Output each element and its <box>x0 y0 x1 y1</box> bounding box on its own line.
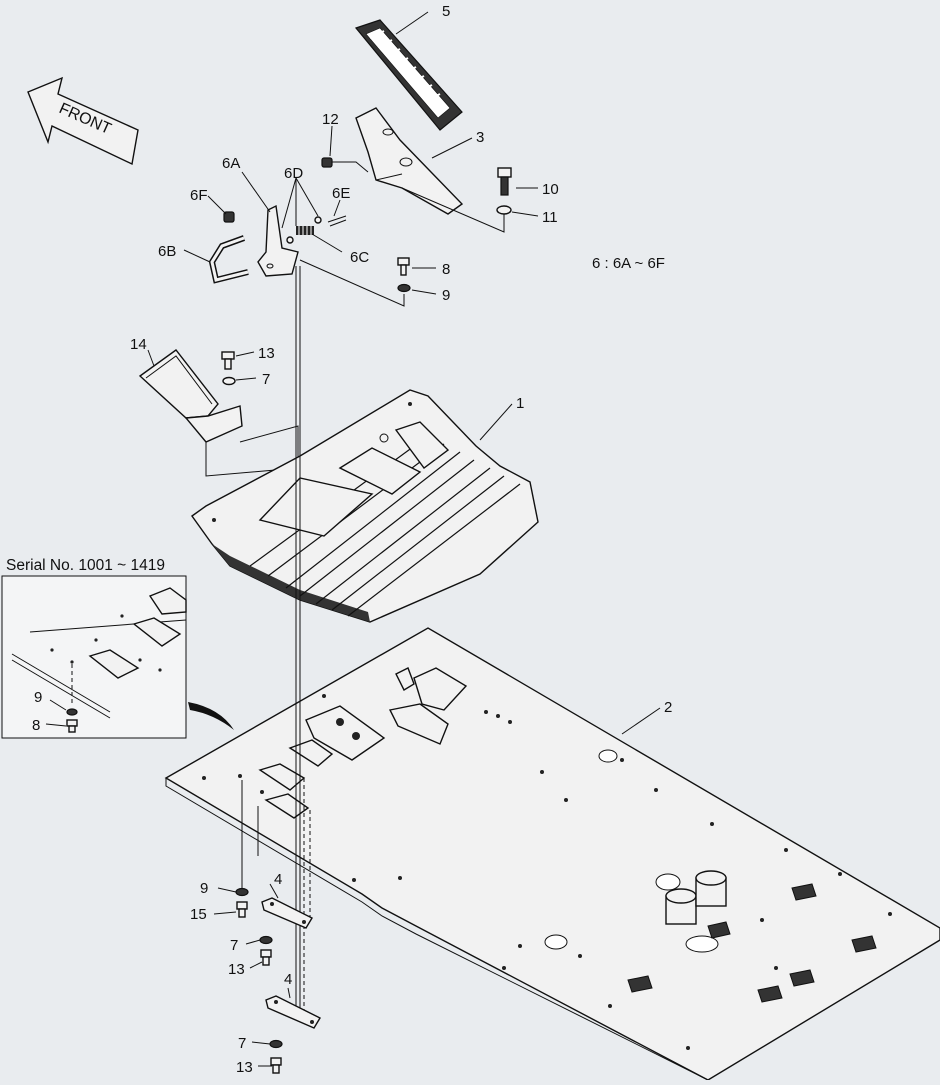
callout-13-upper: 13 <box>258 345 275 362</box>
callout-6c: 6C <box>350 249 369 266</box>
callout-1: 1 <box>516 395 524 412</box>
callout-12: 12 <box>322 111 339 128</box>
pedal-bracket <box>355 107 464 215</box>
pin-6e-icon <box>327 215 347 227</box>
nut-6f-icon <box>223 211 235 223</box>
callout-7-lower: 7 <box>238 1035 246 1052</box>
group-note: 6 : 6A ~ 6F <box>592 255 665 272</box>
bolt-13-icon <box>221 351 235 370</box>
callout-14: 14 <box>130 336 147 353</box>
callout-8-inset: 8 <box>32 717 40 734</box>
callout-4-lower: 4 <box>284 971 292 988</box>
footrest-plate <box>138 349 243 443</box>
callout-2: 2 <box>664 699 672 716</box>
callout-4-upper: 4 <box>274 871 282 888</box>
callout-13-lower: 13 <box>236 1059 253 1076</box>
callout-9-upper: 9 <box>442 287 450 304</box>
washer-11-icon <box>496 205 512 215</box>
callout-6a: 6A <box>222 155 240 172</box>
pedal-pad <box>354 19 463 131</box>
callout-15: 15 <box>190 906 207 923</box>
inset-serial-detail <box>1 575 187 739</box>
callout-13-mid: 13 <box>228 961 245 978</box>
callout-8-upper: 8 <box>442 261 450 278</box>
inset-pointer-arrow-icon <box>188 702 234 730</box>
callout-6e: 6E <box>332 185 350 202</box>
callout-6d: 6D <box>284 165 303 182</box>
inset-title: Serial No. 1001 ~ 1419 <box>6 557 165 574</box>
callout-6b: 6B <box>158 243 176 260</box>
callout-7-mid: 7 <box>230 937 238 954</box>
bolt-8-icon <box>397 257 410 276</box>
floor-plate <box>164 627 940 1081</box>
callout-11: 11 <box>542 209 558 226</box>
washer-9-icon <box>397 283 411 293</box>
callout-6f: 6F <box>190 187 208 204</box>
bracket-6a <box>257 204 299 277</box>
callout-9-lower: 9 <box>200 880 208 897</box>
callout-5: 5 <box>442 3 450 20</box>
bolt-10-icon <box>497 167 512 196</box>
front-arrow-icon: FRONT <box>27 76 139 166</box>
strap-plate-lower <box>265 995 321 1029</box>
callout-9-inset: 9 <box>34 689 42 706</box>
washer-7-icon <box>222 376 236 386</box>
nut-12-icon <box>321 157 333 168</box>
cylinder-icon <box>665 870 727 925</box>
spring-6c-icon <box>296 226 314 235</box>
callout-3: 3 <box>476 129 484 146</box>
strap-plate-upper <box>261 897 313 929</box>
callout-10: 10 <box>542 181 559 198</box>
callout-7-upper: 7 <box>262 371 270 388</box>
floor-mat <box>191 389 539 623</box>
